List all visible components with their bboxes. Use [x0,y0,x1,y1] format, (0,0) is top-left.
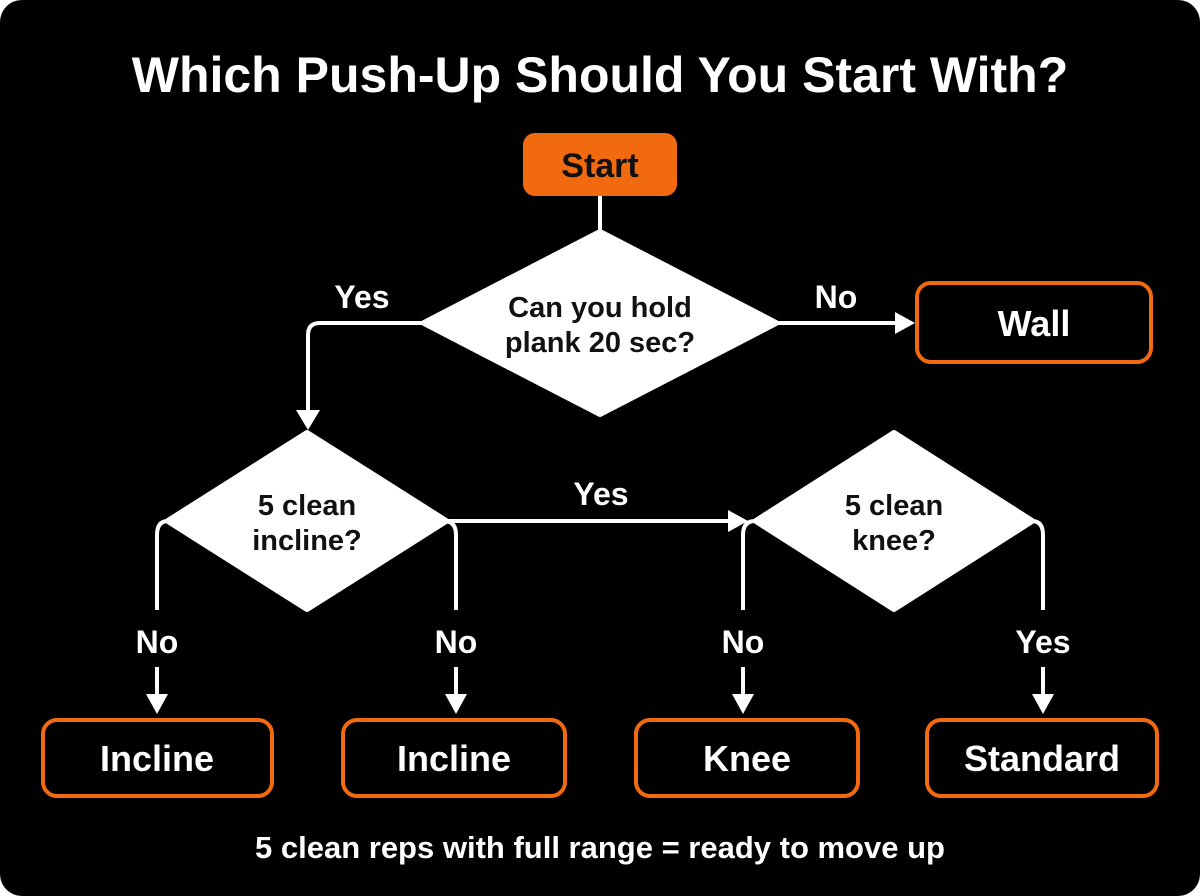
arrowhead-plank-no [895,312,915,334]
result-incline-1: Incline [41,718,274,798]
decision-plank: Can you hold plank 20 sec? [421,229,779,417]
connector-knee-yes [1031,519,1045,610]
arrowhead-plank-yes [296,410,320,430]
decision-knee-diamond [753,430,1035,612]
edge-label-incline-yes: Yes [573,476,628,512]
result-incline-2-label: Incline [397,738,511,779]
arrowhead-knee [732,694,754,714]
result-incline-1-label: Incline [100,738,214,779]
edge-label-knee-no: No [722,624,765,660]
start-node: Start [523,133,677,196]
decision-incline-line-1: 5 clean [258,490,356,522]
connector-incline-no-left [155,519,169,610]
arrowhead-standard [1032,694,1054,714]
decision-incline-line-2: incline? [252,525,362,557]
decision-knee-line-2: knee? [852,525,936,557]
connector-incline-no-right [443,519,458,610]
result-standard-label: Standard [964,738,1120,779]
result-wall: Wall [915,281,1153,364]
start-node-box [523,133,677,196]
result-standard: Standard [925,718,1159,798]
decision-plank-line-2: plank 20 sec? [505,327,695,359]
result-knee-box [634,718,860,798]
arrowhead-incline-2 [445,694,467,714]
result-knee-label: Knee [703,738,791,779]
decision-knee: 5 clean knee? [753,430,1035,612]
decision-plank-diamond [421,229,779,417]
arrowhead-incline-1 [146,694,168,714]
result-standard-box [925,718,1159,798]
edge-label-plank-yes: Yes [334,279,389,315]
decision-knee-line-1: 5 clean [845,490,943,522]
edge-label-incline-no-right: No [435,624,478,660]
decision-incline-diamond [165,430,449,612]
edge-label-incline-no-left: No [136,624,179,660]
start-node-label: Start [561,147,638,185]
result-wall-box [915,281,1153,364]
result-wall-label: Wall [998,303,1071,344]
result-incline-1-box [41,718,274,798]
result-incline-2-box [341,718,567,798]
connector-plank-yes [306,321,425,410]
edge-label-knee-yes: Yes [1015,624,1070,660]
edge-label-plank-no: No [815,279,858,315]
result-incline-2: Incline [341,718,567,798]
result-knee: Knee [634,718,860,798]
page-title: Which Push-Up Should You Start With? [132,47,1069,103]
connector-knee-no [741,519,756,610]
decision-incline: 5 clean incline? [165,430,449,612]
decision-plank-line-1: Can you hold [508,292,692,324]
footer-note: 5 clean reps with full range = ready to … [255,830,945,865]
arrowhead-incline-yes [728,510,748,532]
